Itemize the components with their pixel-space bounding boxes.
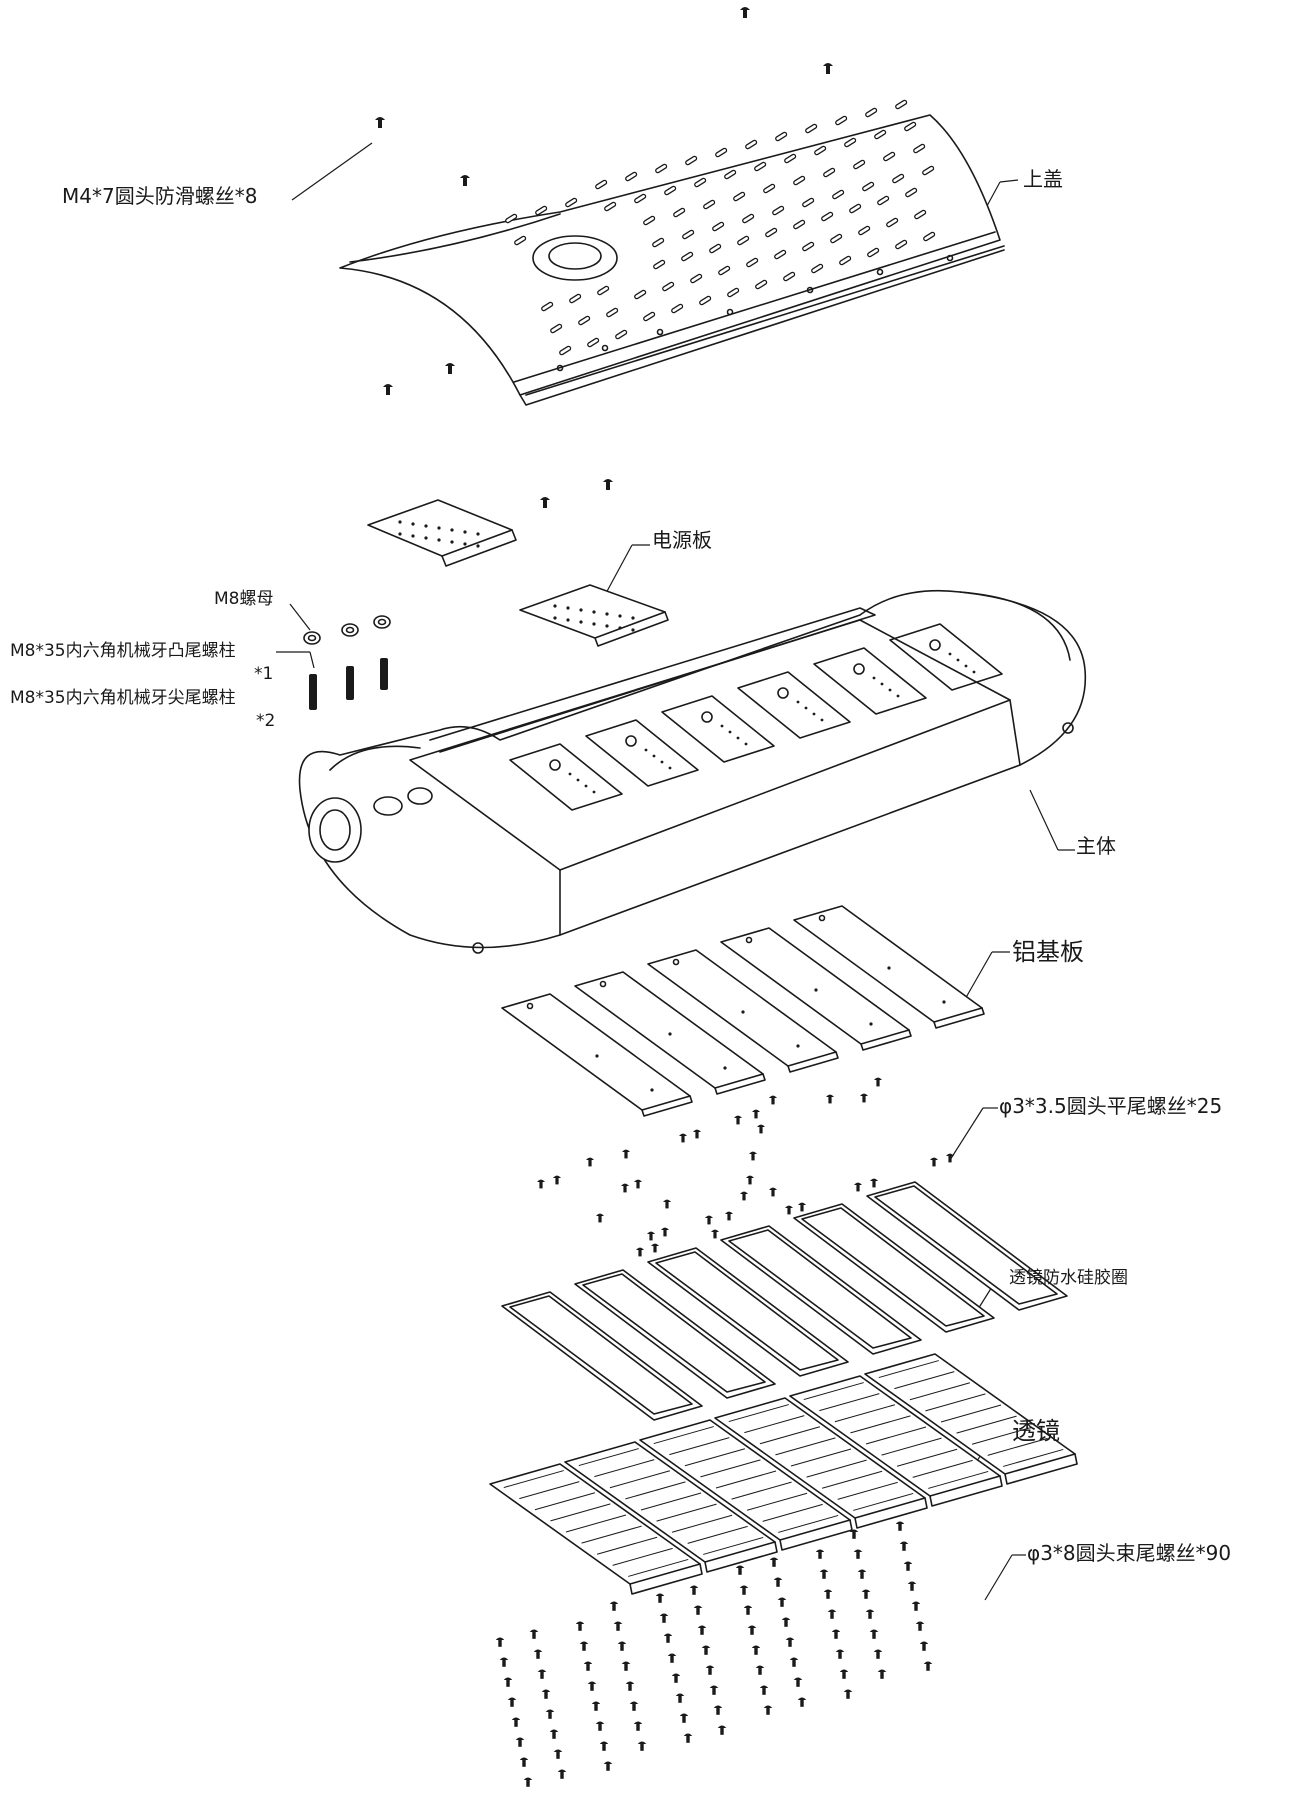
tail-screws: [495, 1521, 933, 1787]
label-power-board: 电源板: [652, 528, 712, 552]
main-body: [298, 589, 1087, 954]
label-screw-flat: φ3*3.5圆头平尾螺丝*25: [999, 1094, 1223, 1118]
label-stud-convex: M8*35内六角机械牙凸尾螺柱: [10, 641, 236, 661]
label-screw-top: M4*7圆头防滑螺丝*8: [62, 184, 258, 208]
label-lens: 透镜: [1012, 1417, 1060, 1445]
label-m8-nut: M8螺母: [214, 589, 274, 609]
label-lens-seal: 透镜防水硅胶圈: [1009, 1268, 1128, 1288]
lens-arrays: [489, 1353, 1078, 1595]
label-stud-point: M8*35内六角机械牙尖尾螺柱: [10, 688, 236, 708]
label-top-cover: 上盖: [1023, 167, 1063, 191]
power-board-plates: [367, 479, 669, 647]
label-main-body: 主体: [1076, 834, 1116, 858]
label-stud-point-qty: *2: [256, 711, 276, 731]
flat-tail-screws: [537, 1077, 954, 1257]
top-screws: [375, 7, 833, 395]
m8-nuts-and-studs: [303, 615, 391, 710]
lens-seal-rings: [501, 1181, 1068, 1421]
label-screw-tail: φ3*8圆头束尾螺丝*90: [1027, 1541, 1232, 1565]
label-aluminum-plate: 铝基板: [1012, 938, 1084, 966]
top-cover: [339, 99, 1005, 406]
aluminum-plates: [501, 905, 985, 1117]
label-stud-convex-qty: *1: [254, 664, 274, 684]
